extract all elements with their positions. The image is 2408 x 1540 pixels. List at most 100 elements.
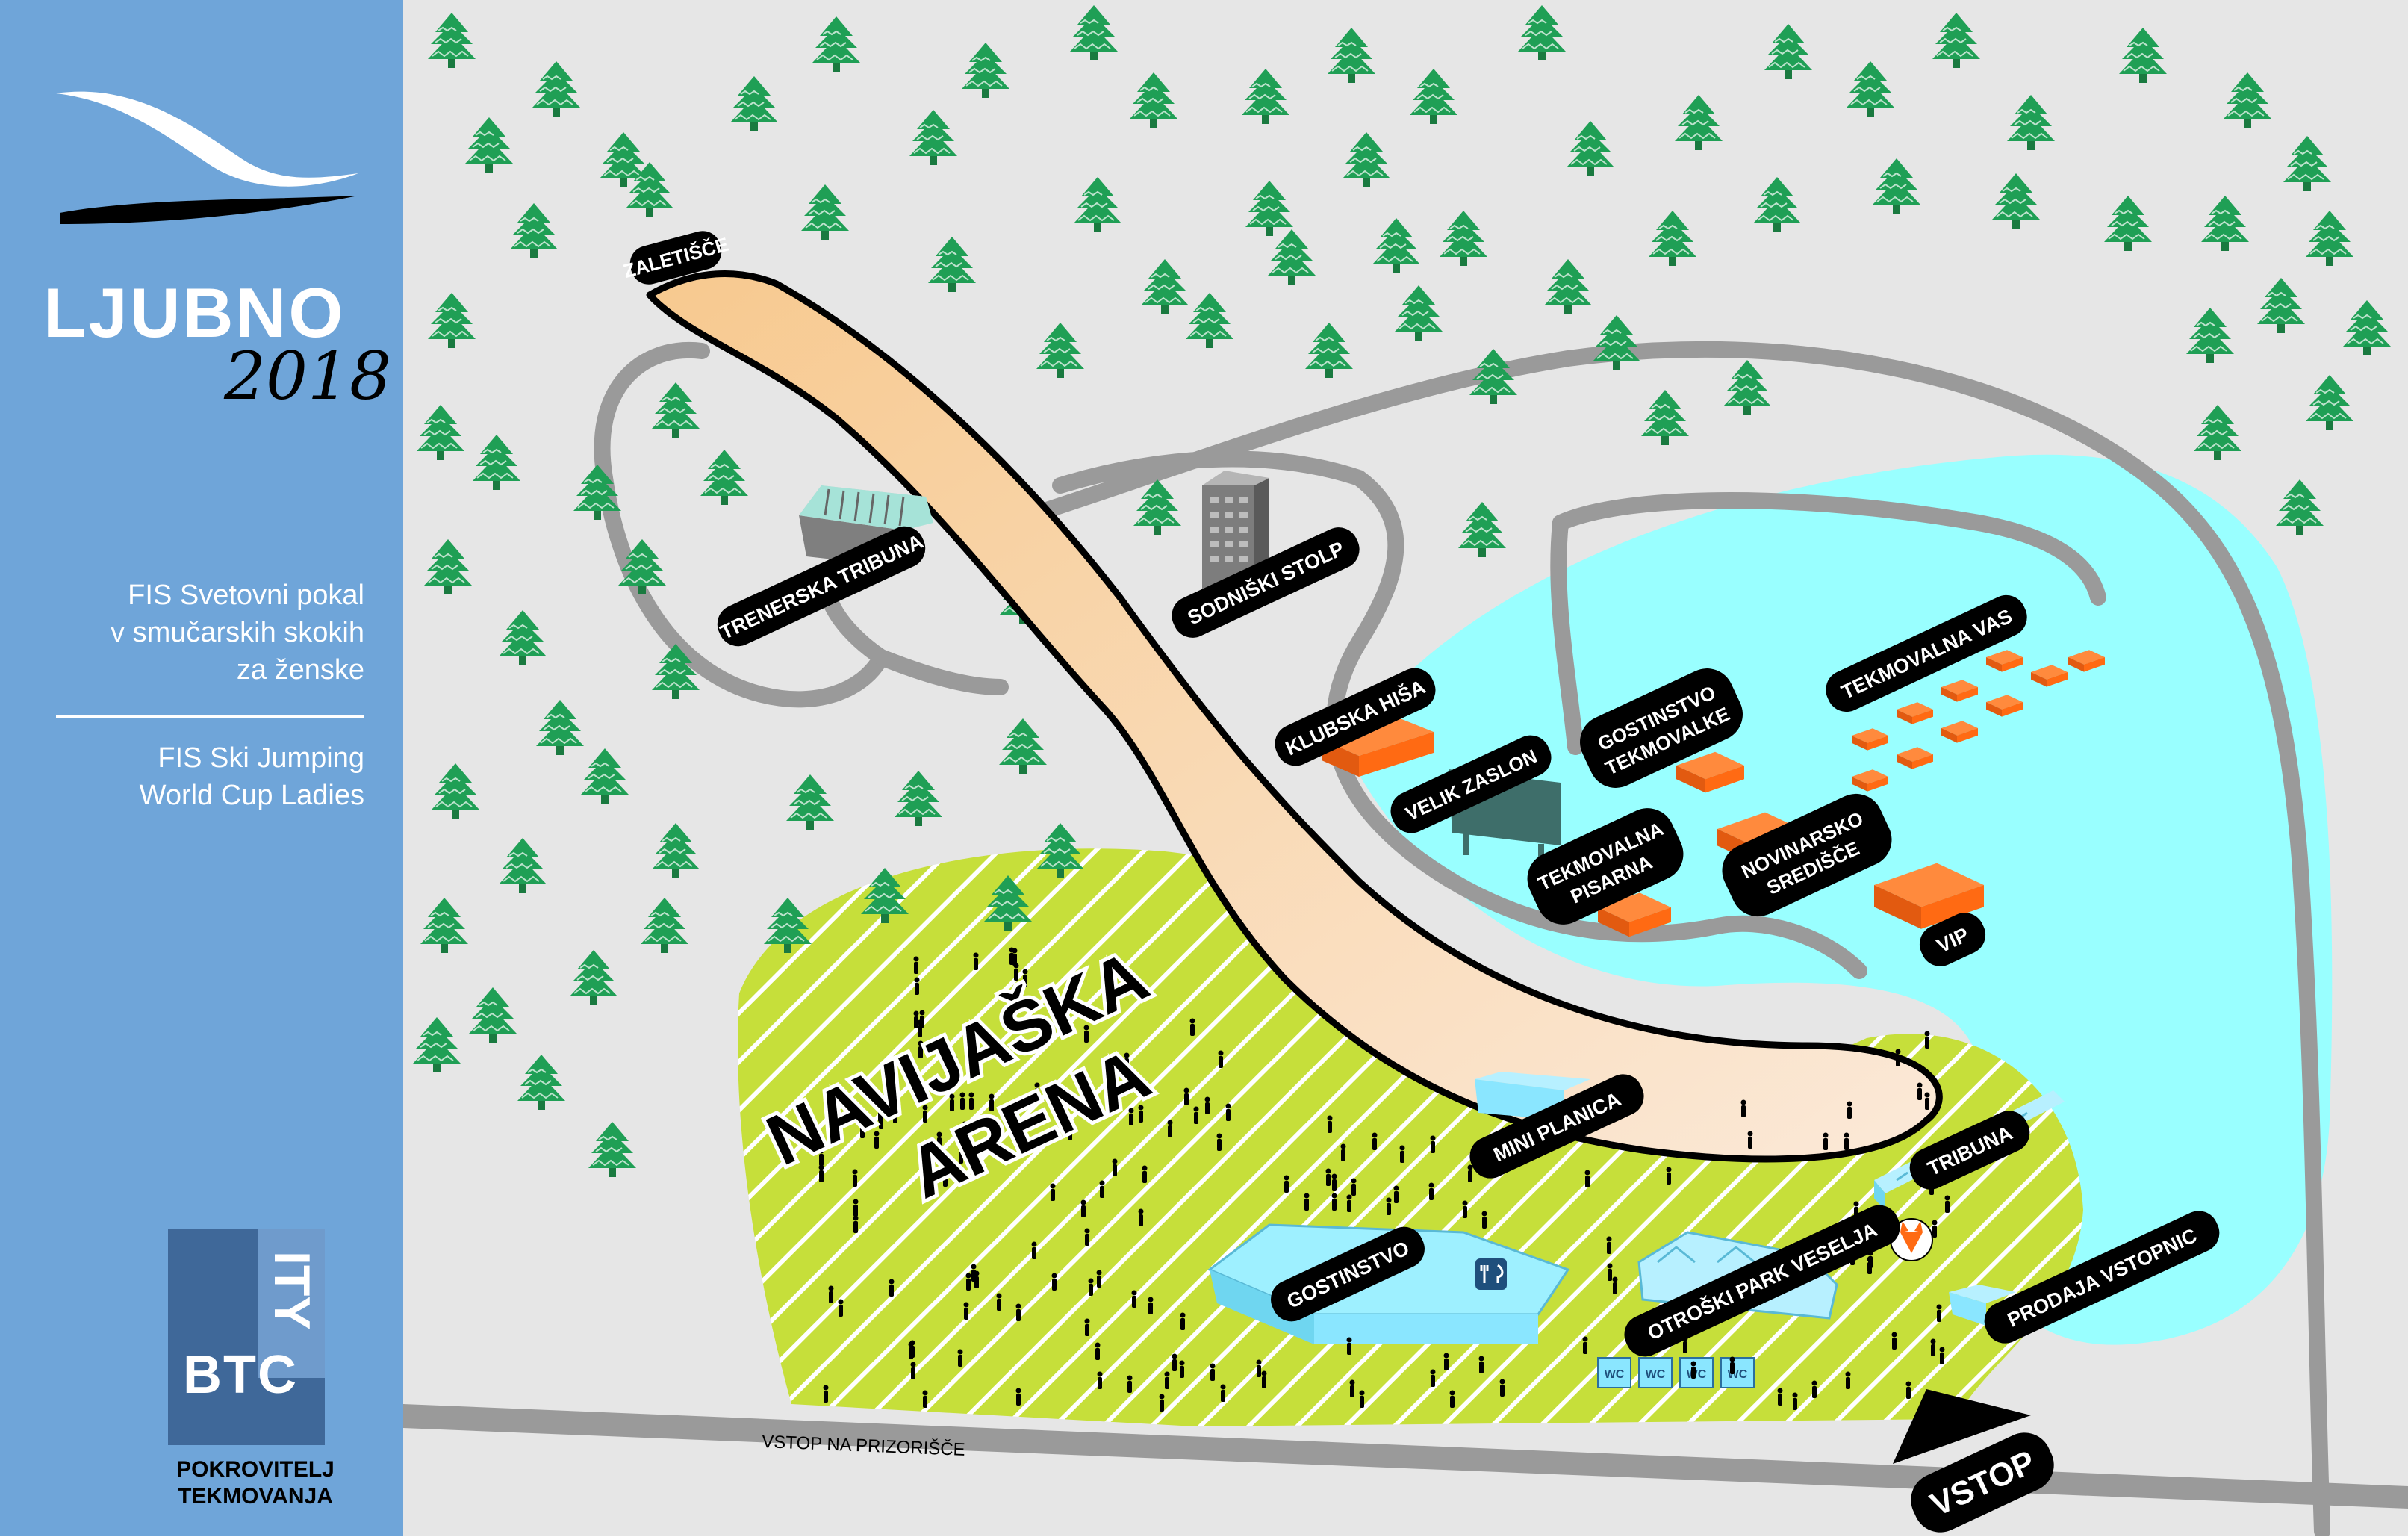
- spectator-icon: [1099, 1180, 1105, 1198]
- spectator-icon: [1792, 1392, 1798, 1410]
- spectator-icon: [1891, 1332, 1897, 1350]
- spectator-icon: [1346, 1194, 1352, 1212]
- spectator-icon: [823, 1385, 829, 1403]
- sponsor-line1: POKROVITELJ: [176, 1457, 335, 1482]
- spectator-icon: [889, 1279, 895, 1297]
- spectator-icon: [996, 1293, 1002, 1311]
- entrance-road: [403, 1404, 2408, 1509]
- spectator-icon: [828, 1285, 834, 1303]
- spectator-icon: [1159, 1394, 1165, 1412]
- sponsor-caption: POKROVITELJ TEKMOVANJA: [166, 1456, 345, 1510]
- title-en-line2: World Cup Ladies: [139, 780, 364, 811]
- spectator-icon: [1499, 1379, 1505, 1397]
- spectator-icon: [1216, 1133, 1222, 1151]
- spectator-icon: [1031, 1241, 1037, 1259]
- spectator-icon: [1015, 1388, 1021, 1406]
- spectator-icon: [908, 1341, 914, 1359]
- spectator-icon: [1844, 1132, 1849, 1150]
- spectator-icon: [973, 952, 979, 970]
- spectator-icon: [1331, 1193, 1337, 1211]
- spectator-icon: [1690, 1361, 1696, 1379]
- spectator-icon: [1729, 1356, 1735, 1374]
- spectator-icon: [1467, 1164, 1473, 1182]
- entrance-arrow-icon: [1893, 1389, 2031, 1464]
- spectator-icon: [1393, 1185, 1399, 1203]
- spectator-icon: [1747, 1131, 1753, 1149]
- spectator-icon: [853, 1199, 859, 1217]
- spectator-icon: [1096, 1270, 1102, 1288]
- label-zaletisce[interactable]: ZALETIŠČE: [619, 225, 733, 291]
- spectator-icon: [1097, 1371, 1103, 1389]
- spectator-icon: [1932, 1220, 1938, 1238]
- spectator-icon: [1847, 1101, 1852, 1119]
- event-name: LJUBNO: [43, 273, 346, 352]
- spectator-icon: [957, 1349, 963, 1367]
- spectator-icon: [1193, 1106, 1199, 1124]
- spectator-icon: [1443, 1353, 1449, 1370]
- spectator-icon: [1351, 1178, 1357, 1196]
- spectator-icon: [1905, 1381, 1911, 1399]
- title-si-line1: FIS Svetovni pokal: [128, 580, 364, 611]
- spectator-icon: [1944, 1195, 1950, 1213]
- spectator-icon: [965, 1273, 971, 1291]
- spectator-icon: [1372, 1132, 1378, 1150]
- svg-text:WC: WC: [1687, 1368, 1707, 1381]
- spectator-icon: [1428, 1182, 1434, 1200]
- spectator-icon: [1867, 1256, 1873, 1274]
- spectator-icon: [1327, 1115, 1333, 1133]
- spectator-icon: [1127, 1375, 1133, 1393]
- spectator-icon: [838, 1299, 844, 1317]
- spectator-icon: [1261, 1370, 1267, 1388]
- spectator-icon: [1340, 1143, 1346, 1161]
- spectator-icon: [922, 1390, 928, 1408]
- spectator-icon: [1256, 1359, 1262, 1377]
- btc-logo-text: BTC: [183, 1345, 298, 1405]
- spectator-icon: [914, 977, 920, 995]
- spectator-icon: [1939, 1347, 1945, 1364]
- label-vip[interactable]: VIP: [1913, 907, 1991, 973]
- ticket-booth-building: [1949, 1285, 2016, 1326]
- spectator-icon: [1142, 1165, 1148, 1183]
- spectator-icon: [1582, 1336, 1588, 1354]
- spectator-icon: [971, 1264, 977, 1282]
- spectator-icon: [1218, 1050, 1224, 1068]
- spectator-icon: [1777, 1388, 1783, 1406]
- spectator-icon: [1386, 1197, 1392, 1215]
- spectator-icon: [1164, 1371, 1170, 1389]
- spectator-icon: [1180, 1312, 1186, 1330]
- spectator-icon: [1210, 1363, 1216, 1381]
- spectator-icon: [1349, 1379, 1355, 1397]
- mini-planica-building: [1475, 1072, 1590, 1120]
- spectator-icon: [1304, 1193, 1310, 1211]
- spectator-icon: [1284, 1175, 1289, 1193]
- spectator-icon: [1172, 1353, 1177, 1371]
- spectator-icon: [1112, 1158, 1118, 1176]
- spectator-icon: [1430, 1369, 1436, 1387]
- spectator-icon: [1131, 1290, 1137, 1308]
- title-slovene: FIS Svetovni pokal v smučarskih skokih z…: [111, 577, 364, 689]
- spectator-icon: [852, 1169, 858, 1187]
- spectator-icon: [1051, 1273, 1057, 1291]
- title-si-line3: za ženske: [236, 654, 364, 686]
- spectator-icon: [1183, 1087, 1189, 1105]
- spectator-icon: [963, 1302, 969, 1320]
- spectator-icon: [1138, 1208, 1144, 1226]
- wc-icon: WC: [1597, 1357, 1631, 1388]
- spectator-icon: [1080, 1199, 1086, 1217]
- spectator-icon: [1462, 1200, 1468, 1218]
- spectator-icon: [1148, 1297, 1154, 1314]
- title-en-line1: FIS Ski Jumping: [158, 742, 364, 774]
- spectator-icon: [1220, 1384, 1226, 1402]
- spectator-icon: [818, 1164, 824, 1182]
- svg-text:WC: WC: [1605, 1368, 1625, 1381]
- sidebar-graphics: [56, 91, 358, 224]
- ski-jump-inrun: [646, 270, 1943, 1163]
- event-year: 2018: [224, 338, 391, 415]
- fox-mascot-icon: [1890, 1218, 1933, 1261]
- spectator-icon: [1607, 1263, 1613, 1281]
- spectator-icon: [1225, 1103, 1231, 1121]
- spectator-icon: [1612, 1276, 1618, 1294]
- spectator-icon: [1584, 1170, 1590, 1187]
